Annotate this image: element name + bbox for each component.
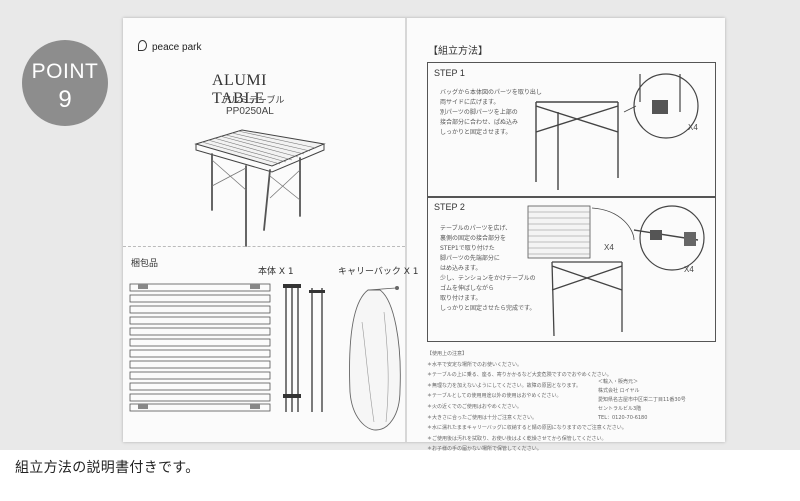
instruction-manual-sheet bbox=[123, 18, 725, 442]
section-divider bbox=[123, 246, 405, 248]
carry-bag-illustration bbox=[349, 286, 401, 431]
product-code: PP0250AL bbox=[226, 106, 274, 117]
image-caption: 組立方法の説明書付きです。 bbox=[15, 460, 200, 476]
carry-bag-label: キャリーバック X 1 bbox=[338, 267, 419, 277]
table-top-slats-illustration bbox=[129, 283, 271, 412]
point-badge-number: 9 bbox=[58, 86, 72, 113]
main-body-label: 本体 X 1 bbox=[258, 267, 294, 277]
product-title: ALUMI TABLE bbox=[212, 72, 267, 107]
usage-notes: 【使用上の注意】 ＊水平で安定な場所でのお使いください。 ＊テーブルの上に乗る、… bbox=[427, 351, 627, 453]
step2-multiplier-left: X4 bbox=[604, 243, 614, 252]
importer-contact: ＜輸入・販売元＞ 株式会社 ロイヤル 愛知県名古屋市中区栄二丁目11番30号 セ… bbox=[598, 379, 686, 421]
product-subtitle: アルミテーブル bbox=[222, 96, 285, 106]
point-badge-word: POINT bbox=[31, 60, 99, 83]
step1-instructions: バッグから本体図のパーツを取り出し 両サイドに広げます。 別パーツの脚パーツを上… bbox=[440, 89, 542, 136]
step2-illustration bbox=[527, 205, 705, 337]
brand-leaf-icon bbox=[138, 40, 147, 51]
contents-heading: 梱包品 bbox=[131, 259, 159, 269]
step2-multiplier-right: X4 bbox=[684, 265, 694, 274]
point-badge: POINT 9 bbox=[22, 40, 108, 126]
table-illustration bbox=[194, 129, 326, 247]
step1-illustration bbox=[535, 73, 699, 190]
assembly-heading: 【組立方法】 bbox=[428, 46, 488, 57]
step1-multiplier: X4 bbox=[688, 123, 698, 132]
leg-parts-illustration bbox=[283, 284, 325, 412]
manual-fold-line bbox=[405, 18, 407, 442]
brand-name: peace park bbox=[152, 42, 202, 53]
step2-instructions: テーブルのパーツを広げ、 裏側の固定の接合部分を STEP1で取り付けた 脚パー… bbox=[440, 225, 536, 312]
step2-panel bbox=[427, 197, 716, 342]
step1-label: STEP 1 bbox=[434, 68, 465, 78]
step1-panel bbox=[427, 62, 716, 197]
brand-logo: peace park bbox=[138, 40, 201, 53]
step2-label: STEP 2 bbox=[434, 202, 465, 212]
